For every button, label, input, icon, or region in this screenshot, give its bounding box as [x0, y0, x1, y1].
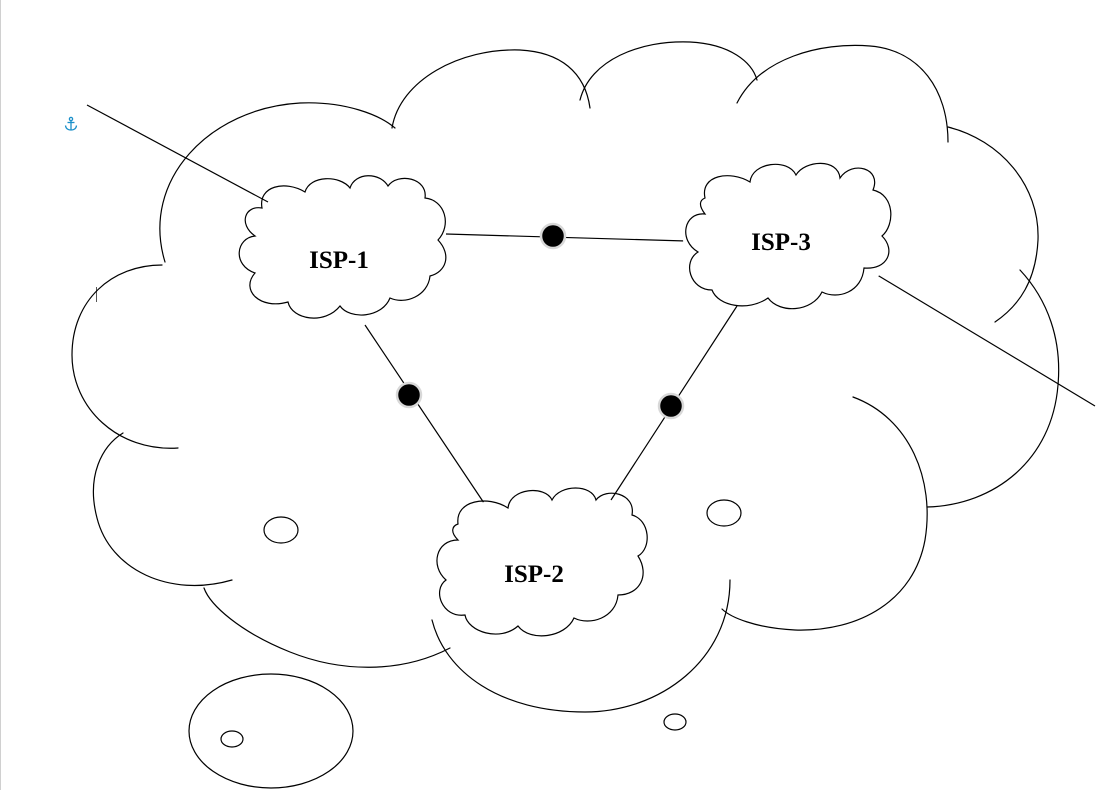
- isp-1-cloud: [238, 175, 447, 319]
- cloud-bubble: [263, 516, 299, 544]
- isp-1-node[interactable]: ISP-1: [238, 175, 447, 324]
- link-dot-isp1-isp2[interactable]: [395, 381, 423, 409]
- thought-bubble: [188, 673, 354, 789]
- external-link-right: [863, 266, 1096, 407]
- link-isp1-isp2: [364, 324, 487, 507]
- link-dot-isp3-isp2[interactable]: [657, 392, 685, 420]
- outer-cloud-arc: [926, 269, 1060, 508]
- isp-3-label: ISP-3: [751, 229, 811, 256]
- outer-cloud-arc: [721, 396, 928, 631]
- outer-cloud-arc: [736, 44, 949, 143]
- outer-cloud-arc: [947, 126, 1039, 323]
- outer-cloud-arc: [159, 102, 396, 263]
- outer-cloud-arc: [92, 432, 233, 587]
- link-dot-isp1-isp3[interactable]: [539, 222, 567, 250]
- isp-3-cloud: [685, 162, 892, 310]
- text-cursor: [96, 287, 97, 302]
- page-edge: [0, 0, 1, 790]
- outer-cloud-arc: [391, 49, 591, 129]
- outer-cloud-arc: [203, 587, 451, 668]
- thought-bubble-tiny: [663, 713, 687, 731]
- isp-2-label: ISP-2: [504, 561, 564, 588]
- outer-cloud-arc: [579, 41, 758, 101]
- external-link-left: [86, 104, 269, 203]
- isp-3-node[interactable]: ISP-3: [683, 162, 893, 313]
- isp-2-node[interactable]: ISP-2: [436, 487, 648, 638]
- anchor-icon[interactable]: [63, 116, 79, 132]
- isp-2-cloud: [436, 487, 648, 637]
- cloud-bubble: [706, 499, 742, 527]
- thought-bubble-small: [220, 730, 244, 748]
- outer-cloud-arc: [431, 579, 731, 713]
- outer-cloud[interactable]: [71, 41, 1060, 713]
- isp-1-label: ISP-1: [309, 247, 369, 274]
- outer-cloud-arc: [71, 264, 179, 449]
